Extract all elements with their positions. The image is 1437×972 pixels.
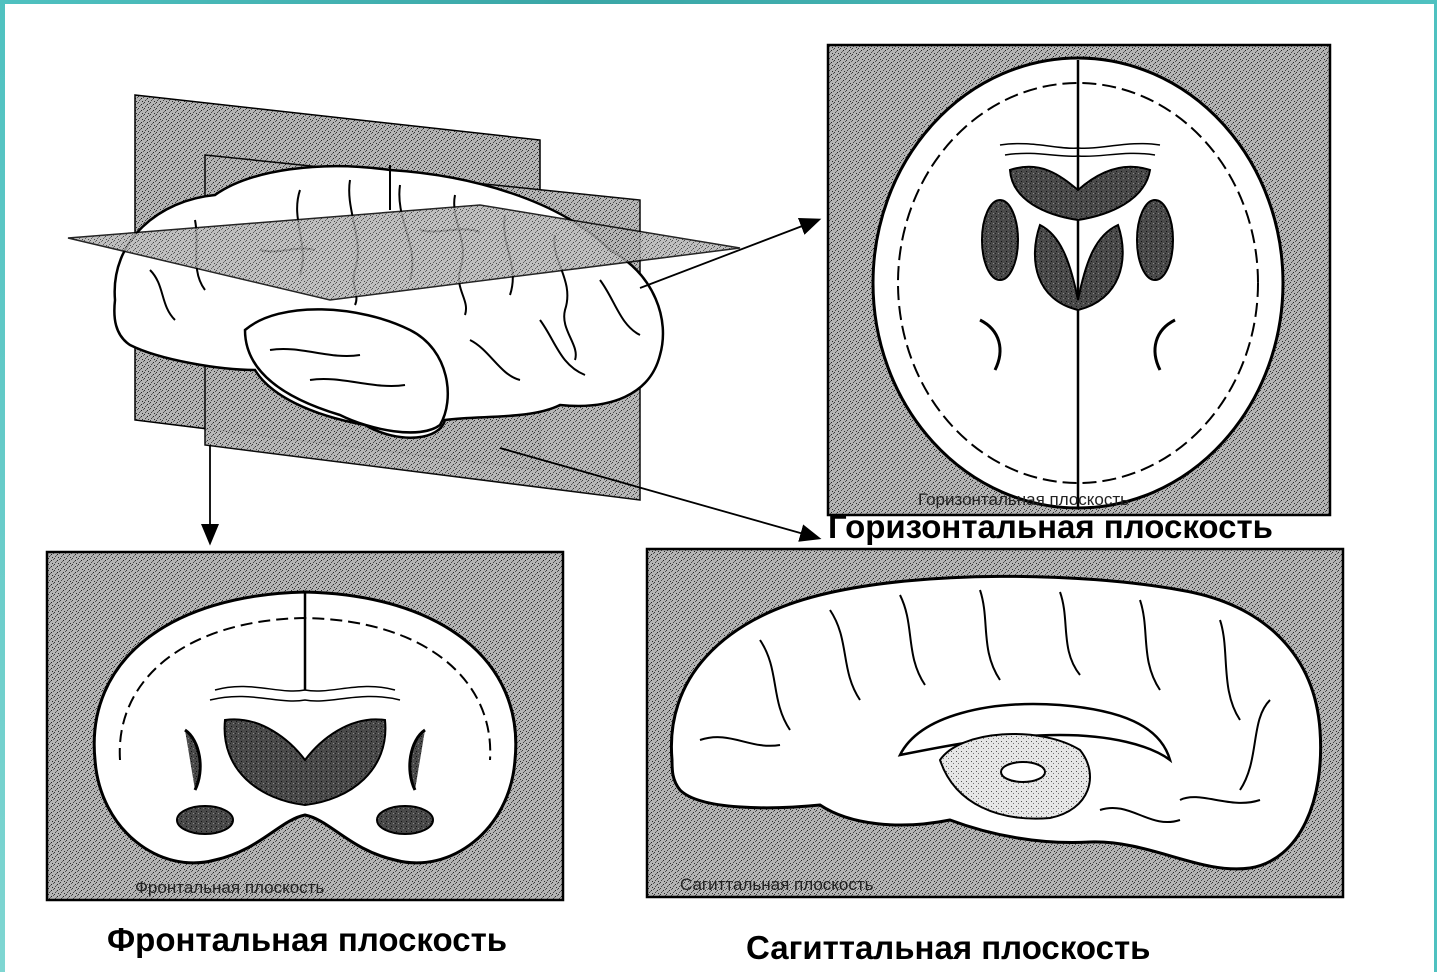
frontal-plane-caption: Фронтальная плоскость bbox=[107, 921, 507, 959]
horizontal-panel-inner-label: Горизонтальная плоскость bbox=[918, 490, 1129, 509]
brain-3d-with-planes bbox=[68, 95, 740, 500]
arrow-to-sagittal bbox=[500, 448, 818, 538]
sagittal-plane-caption: Сагиттальная плоскость bbox=[746, 929, 1150, 967]
horizontal-plane-caption: Горизонтальная плоскость bbox=[828, 508, 1273, 546]
sagittal-panel-inner-label: Сагиттальная плоскость bbox=[680, 875, 874, 894]
horizontal-section-panel: Горизонтальная плоскость bbox=[828, 45, 1330, 515]
frontal-section-panel: Фронтальная плоскость bbox=[47, 552, 563, 900]
sagittal-section-panel: Сагиттальная плоскость bbox=[647, 549, 1343, 897]
frontal-panel-inner-label: Фронтальная плоскость bbox=[135, 878, 324, 897]
